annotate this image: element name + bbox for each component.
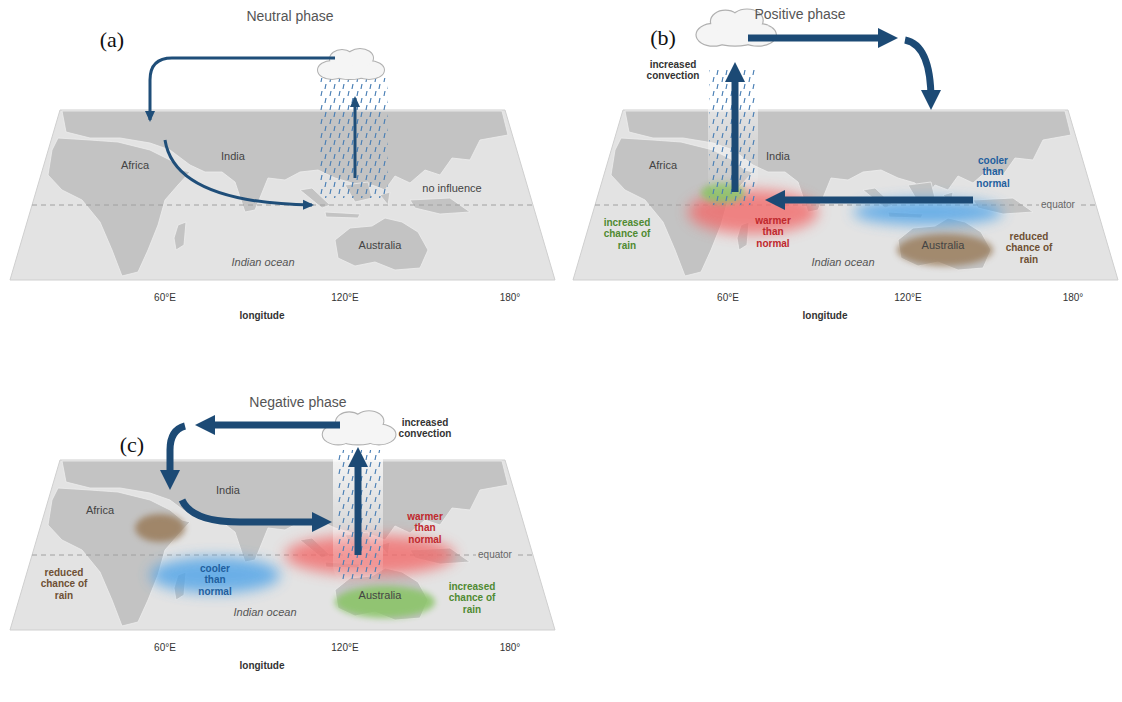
panel-title: Negative phase: [249, 394, 346, 410]
anomaly-label: cooler than normal: [976, 155, 1009, 190]
region-label: India: [766, 150, 790, 163]
base-map: [10, 460, 555, 630]
region-label: Australia: [359, 589, 402, 602]
axis-title: longitude: [240, 310, 285, 322]
axis-tick-label: 180°: [500, 642, 521, 654]
axis-tick-label: 60°E: [154, 642, 176, 654]
axis-tick-label: 180°: [1063, 292, 1084, 304]
axis-tick-label: 120°E: [331, 292, 358, 304]
equator-label: equator: [476, 549, 514, 561]
region-label: Australia: [922, 239, 965, 252]
axis-tick-label: 180°: [500, 292, 521, 304]
anomaly-label: increased chance of rain: [601, 217, 653, 252]
neutral-panel: [10, 49, 555, 280]
ocean-label: Indian ocean: [234, 606, 297, 619]
axis-tick-label: 60°E: [717, 292, 739, 304]
base-map: [573, 110, 1118, 280]
anomaly-label: warmer than normal: [755, 215, 791, 250]
axis-tick-label: 60°E: [154, 292, 176, 304]
axis-title: longitude: [240, 660, 285, 672]
region-label: Africa: [121, 159, 149, 172]
base-map: [10, 110, 555, 280]
cloud: [318, 49, 384, 79]
axis-title: longitude: [803, 310, 848, 322]
convection-tower: [333, 435, 383, 585]
ocean-label: Indian ocean: [232, 256, 295, 269]
region-label: India: [221, 150, 245, 163]
anomaly-label: cooler than normal: [198, 563, 231, 598]
anomaly-label: increased chance of rain: [446, 581, 498, 616]
walker-circulation: [170, 425, 358, 555]
rain: [336, 450, 382, 580]
anomaly-label: reduced chance of rain: [1003, 231, 1055, 266]
note-label: no influence: [422, 182, 481, 195]
convection-label: increased convection: [647, 59, 700, 82]
region-label: Africa: [86, 504, 114, 517]
panel-title: Neutral phase: [246, 8, 333, 24]
panel-title: Positive phase: [754, 6, 845, 22]
region-label: Africa: [649, 159, 677, 172]
axis-tick-label: 120°E: [331, 642, 358, 654]
axis-tick-label: 120°E: [894, 292, 921, 304]
positive-panel: [573, 10, 1118, 280]
walker-circulation: [150, 58, 355, 205]
dry-region: [135, 514, 185, 542]
anomaly-label: warmer than normal: [407, 511, 443, 546]
panel-tag: (b): [650, 25, 676, 50]
panel-tag: (a): [100, 27, 124, 52]
anomaly-label: reduced chance of rain: [38, 567, 90, 602]
rain: [709, 70, 755, 205]
region-label: Australia: [359, 239, 402, 252]
negative-panel: [10, 411, 555, 630]
panel-tag: (c): [120, 432, 144, 457]
dry-region: [897, 234, 993, 266]
rain: [318, 78, 388, 198]
wet-region: [335, 586, 435, 618]
convection-label: increased convection: [399, 417, 452, 440]
ocean-label: Indian ocean: [812, 256, 875, 269]
equator-label: equator: [1039, 199, 1077, 211]
walker-circulation: [735, 38, 973, 200]
region-label: India: [216, 484, 240, 497]
